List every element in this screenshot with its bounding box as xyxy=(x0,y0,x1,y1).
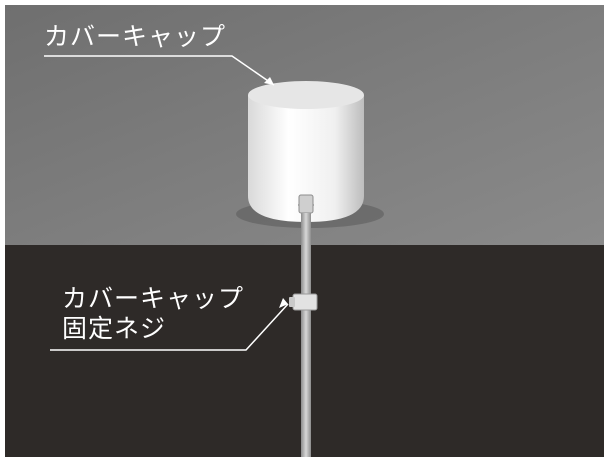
callout-arrow-fixing-screw xyxy=(279,298,288,308)
callout-line-cover-cap xyxy=(44,55,275,86)
callout-cover-cap-screw: カバーキャップ 固定ネジ xyxy=(62,284,244,344)
cap-fitting xyxy=(298,194,314,214)
callout-cover-cap-screw-line1: カバーキャップ xyxy=(62,284,245,313)
callout-cover-cap-screw-line2: 固定ネジ xyxy=(62,314,167,343)
callout-arrow-cover-cap xyxy=(264,77,274,85)
wire xyxy=(301,213,311,457)
callout-line-fixing-screw xyxy=(50,303,289,351)
fixing-screw-head xyxy=(289,297,295,307)
callout-cover-cap: カバーキャップ xyxy=(44,22,226,52)
callout-cover-cap-text: カバーキャップ xyxy=(44,22,227,51)
fixing-screw xyxy=(292,293,318,311)
